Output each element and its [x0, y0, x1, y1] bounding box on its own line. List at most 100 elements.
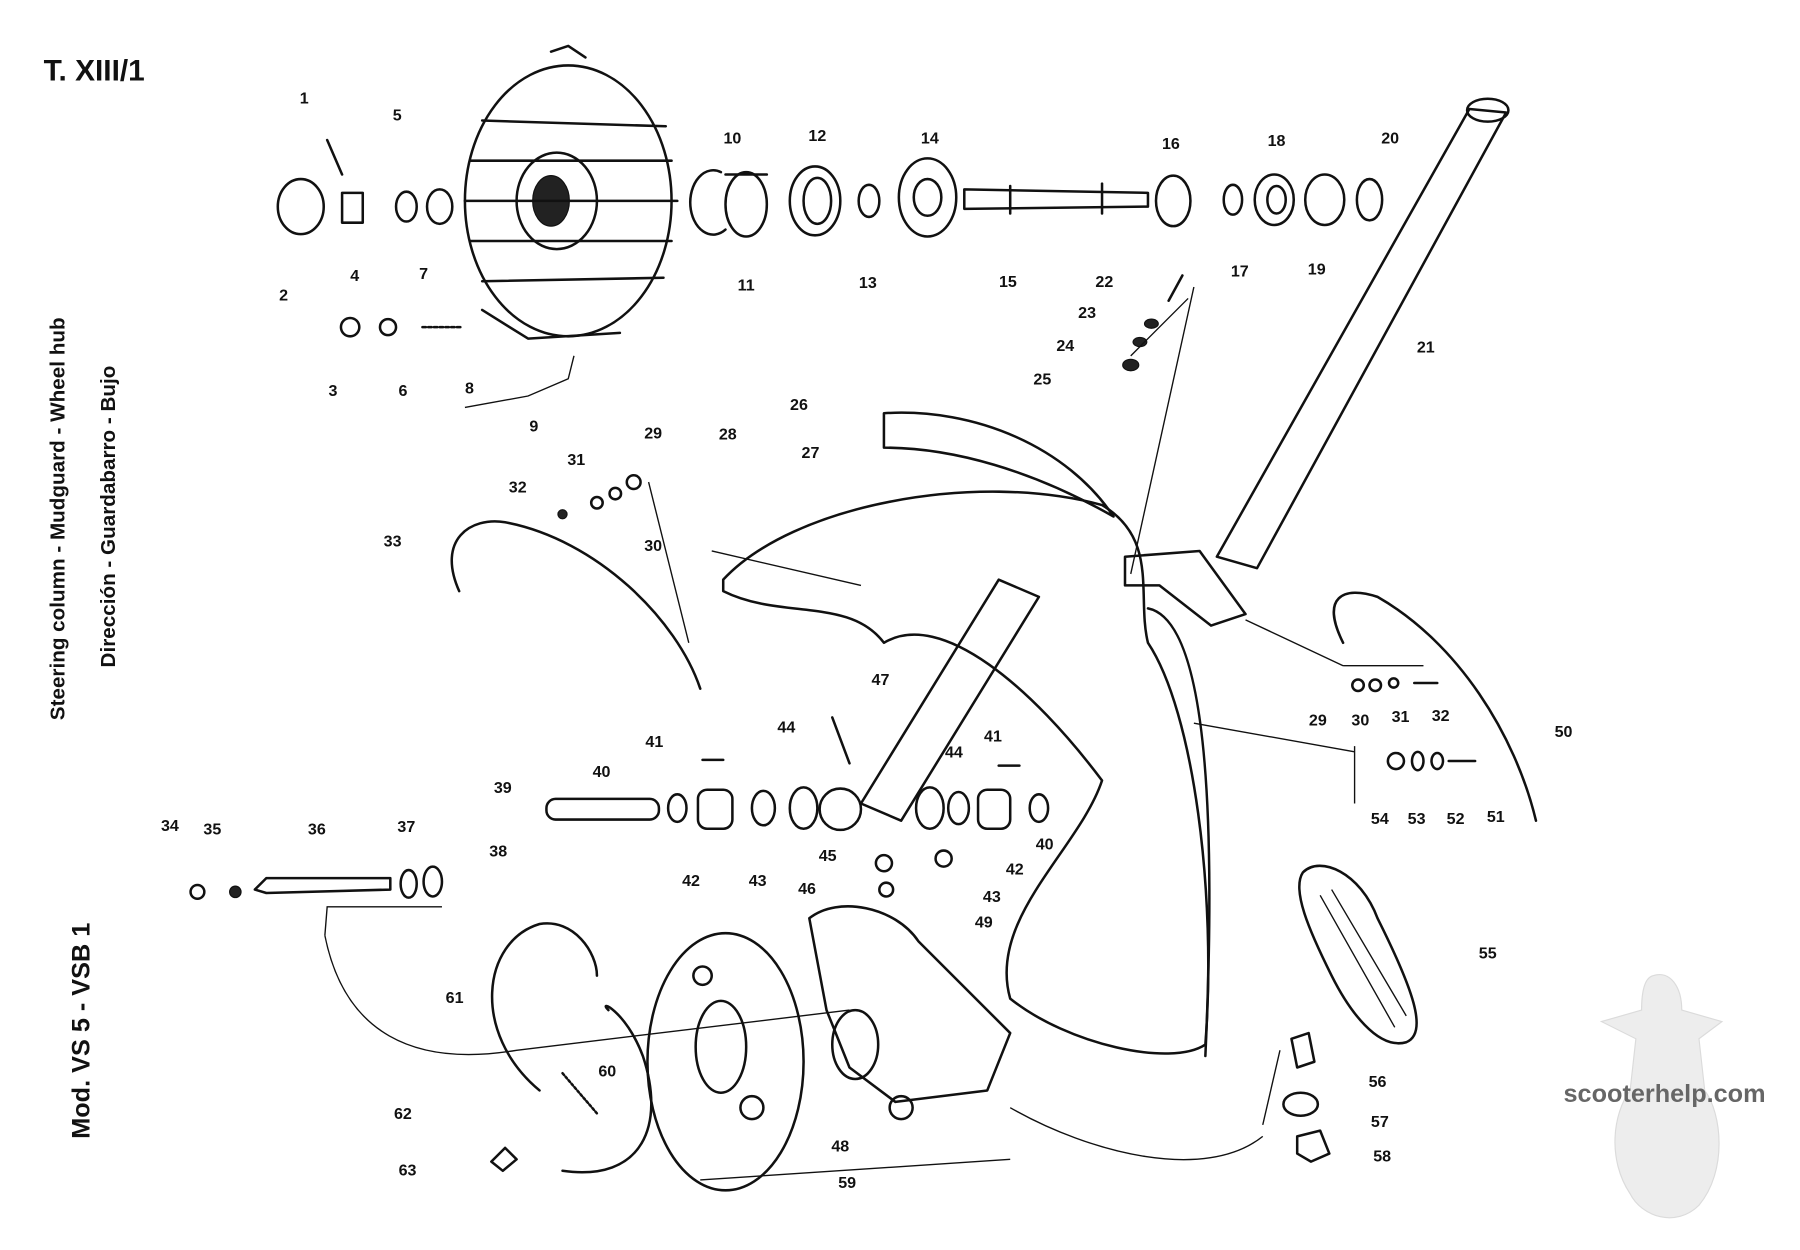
part-label: 18	[1268, 132, 1286, 150]
part-label: 15	[999, 273, 1017, 291]
pivot-bushes	[666, 786, 1050, 831]
part-label: 40	[593, 763, 611, 781]
part-label: 24	[1056, 337, 1074, 355]
caption-english: Steering column - Mudguard - Wheel hub	[46, 317, 69, 720]
watermark-text: scooterhelp.com	[1564, 1080, 1766, 1108]
axle-shaft	[963, 182, 1150, 215]
bearing-race	[724, 170, 769, 238]
part-label: 34	[161, 817, 179, 835]
brake-lever-rod	[189, 865, 444, 901]
right-small-parts	[1386, 750, 1477, 772]
part-label: 20	[1381, 129, 1399, 147]
steering-column-tube	[1123, 97, 1510, 627]
part-label: 44	[777, 718, 795, 736]
part-label: 41	[984, 728, 1002, 746]
part-label: 6	[398, 382, 407, 400]
part-label: 21	[1417, 338, 1435, 356]
part-label: 28	[719, 426, 737, 444]
part-label: 43	[983, 888, 1001, 906]
seal-ring	[1222, 183, 1244, 216]
part-label: 53	[1408, 810, 1426, 828]
scooter-watermark-logo	[1599, 973, 1724, 1219]
part-label: 13	[859, 274, 877, 292]
brake-back-plate	[646, 931, 805, 1192]
part-label: 2	[279, 287, 288, 305]
castle-nut	[340, 191, 365, 224]
part-label: 17	[1231, 263, 1249, 281]
part-label: 23	[1078, 304, 1096, 322]
brake-shoes	[490, 922, 653, 1174]
part-label: 56	[1369, 1073, 1387, 1091]
brake-clip	[490, 1146, 518, 1173]
part-label: 19	[1308, 260, 1326, 278]
bolt-nut-set	[1122, 274, 1184, 372]
part-label: 33	[384, 532, 402, 550]
o-ring	[1355, 177, 1384, 222]
part-label: 29	[1309, 711, 1327, 729]
part-label: 45	[819, 847, 837, 865]
part-label: 16	[1162, 135, 1180, 153]
part-label: 14	[921, 129, 939, 147]
rubber-buffer	[1298, 864, 1418, 1045]
trim-screws-left	[557, 473, 642, 520]
damper-fitting	[1282, 1031, 1331, 1163]
spacer-ring	[857, 183, 881, 219]
part-label: 51	[1487, 808, 1505, 826]
bearing-2	[1303, 173, 1346, 227]
leader-lines	[324, 286, 1424, 1181]
part-label: 37	[397, 818, 415, 836]
caption-spanish: Dirección - Guardabarro - Bujo	[97, 366, 120, 668]
wheel-hub-drum	[463, 44, 679, 340]
pivot-pin	[545, 797, 661, 821]
roller-bearing	[788, 165, 842, 237]
washers	[394, 188, 454, 226]
part-label: 42	[682, 872, 700, 890]
part-label: 57	[1371, 1113, 1389, 1131]
part-label: 46	[798, 880, 816, 898]
part-labels: 1 2 3 4 5 6 7 8 9 10 11 12 13 14 15 16 1…	[161, 89, 1573, 1192]
part-label: 4	[350, 267, 359, 285]
plate-title: T. XIII/1	[44, 54, 145, 87]
model-designation: Mod. VS 5 - VSB 1	[68, 923, 96, 1139]
part-label: 60	[598, 1063, 616, 1081]
part-label: 58	[1373, 1148, 1391, 1166]
pin	[325, 138, 344, 176]
circlip	[688, 169, 727, 236]
part-label: 8	[465, 380, 474, 398]
part-label: 31	[1392, 708, 1410, 726]
part-label: 25	[1033, 371, 1051, 389]
hub-cap	[276, 177, 325, 236]
part-label: 49	[975, 913, 993, 931]
part-label: 12	[808, 127, 826, 145]
part-label: 30	[644, 537, 662, 555]
part-label: 27	[802, 444, 820, 462]
part-label: 30	[1351, 711, 1369, 729]
part-label: 31	[567, 451, 585, 469]
mudguard	[721, 411, 1211, 1058]
nut-washer-stud	[339, 316, 463, 338]
part-label: 42	[1006, 861, 1024, 879]
part-label: 61	[446, 989, 464, 1007]
part-label: 62	[394, 1105, 412, 1123]
part-label: 1	[300, 89, 309, 107]
part-label: 54	[1371, 810, 1389, 828]
part-label: 38	[489, 842, 507, 860]
part-label: 10	[723, 129, 741, 147]
part-label: 48	[831, 1137, 849, 1155]
part-label: 55	[1479, 944, 1497, 962]
part-label: 59	[838, 1174, 856, 1192]
part-label: 63	[399, 1161, 417, 1179]
part-label: 36	[308, 820, 326, 838]
bearing	[1253, 173, 1296, 227]
ball-bearing	[897, 157, 958, 238]
part-label: 5	[393, 107, 402, 125]
part-label: 44	[945, 744, 963, 762]
part-label: 39	[494, 779, 512, 797]
fork-link	[818, 578, 1041, 832]
pivot-small-parts	[701, 716, 1021, 898]
trim-strip-right	[1332, 591, 1538, 822]
part-label: 3	[328, 382, 337, 400]
part-label: 7	[419, 265, 428, 283]
part-label: 35	[203, 820, 221, 838]
